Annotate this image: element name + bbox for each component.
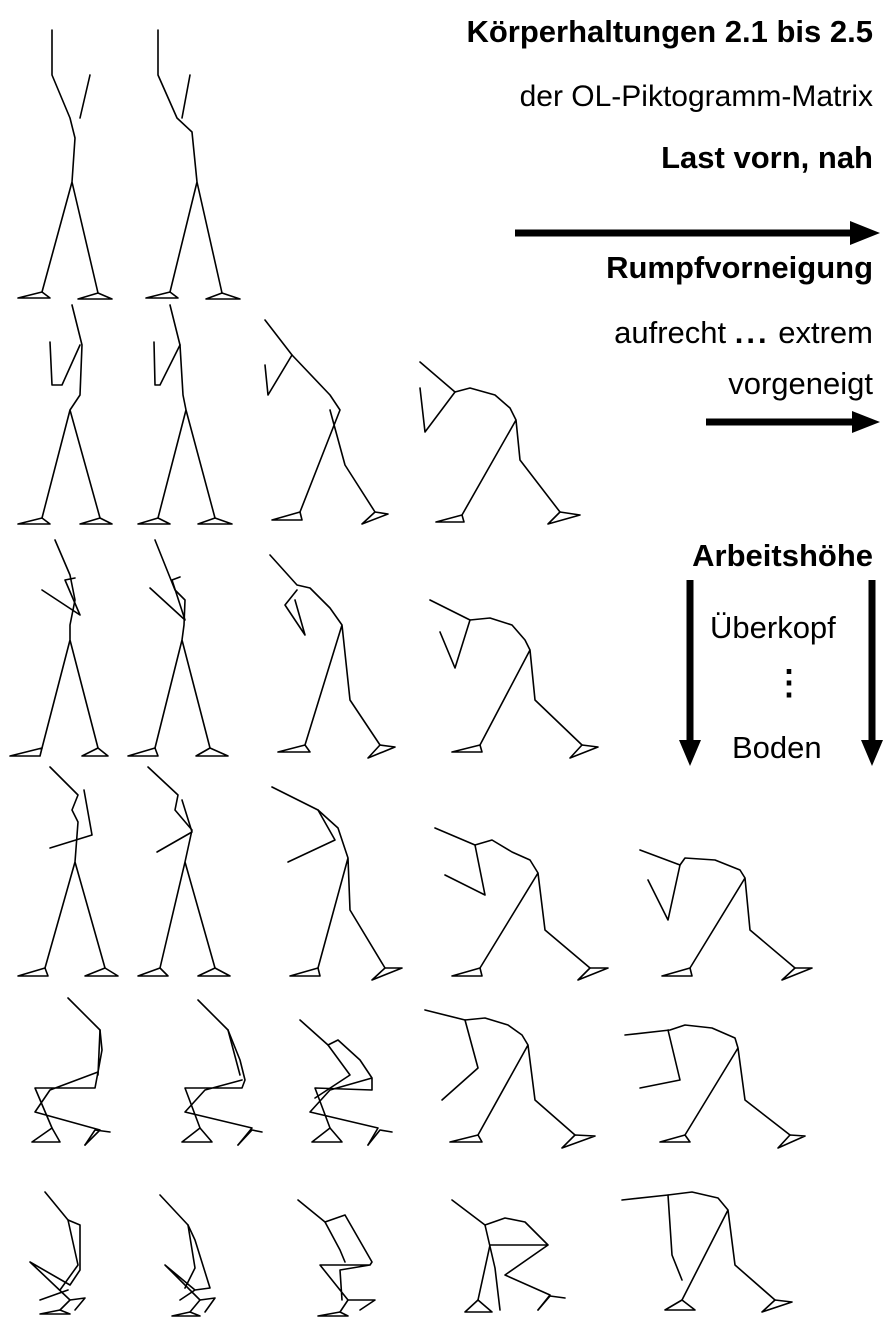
stick-figure xyxy=(424,1009,596,1149)
height-axis-label: Arbeitshöhe xyxy=(692,538,873,573)
stick-figure xyxy=(624,1024,806,1149)
stick-figure xyxy=(269,554,396,759)
stick-figure xyxy=(297,1199,376,1317)
stick-figure xyxy=(621,1191,793,1313)
height-top-label: Überkopf xyxy=(710,610,836,645)
page-title: Körperhaltungen 2.1 bis 2.5 xyxy=(466,14,873,49)
stick-figure xyxy=(9,539,109,757)
stick-figure xyxy=(434,827,609,981)
stick-figure xyxy=(429,599,599,759)
trunk-from: aufrecht xyxy=(614,315,727,350)
stick-figure xyxy=(17,304,113,525)
load-condition: Last vorn, nah xyxy=(661,140,873,175)
arrow-right-icon xyxy=(515,221,880,245)
height-dots: ⋮ xyxy=(772,664,806,702)
stick-figure xyxy=(451,1199,566,1313)
stick-figure xyxy=(137,766,231,977)
stick-figure xyxy=(419,361,581,525)
stick-figure xyxy=(127,539,229,757)
stick-figure xyxy=(29,1191,86,1315)
height-bottom-label: Boden xyxy=(732,730,822,765)
stick-figure xyxy=(31,997,111,1146)
arrow-down-icon xyxy=(679,580,701,766)
stick-figure xyxy=(137,304,233,525)
trunk-dots: ... xyxy=(734,315,770,350)
stick-figure xyxy=(17,766,119,977)
stick-figure xyxy=(299,1019,393,1146)
arrow-down-icon xyxy=(861,580,883,766)
stick-figure xyxy=(264,319,389,525)
stick-figure xyxy=(145,29,241,300)
stick-figure xyxy=(159,1194,216,1317)
trunk-range: aufrecht ... extrem xyxy=(614,315,873,351)
trunk-to-continued: vorgeneigt xyxy=(728,366,873,401)
stick-figure xyxy=(639,849,813,981)
trunk-axis-label: Rumpfvorneigung xyxy=(606,250,873,285)
arrow-right-icon xyxy=(706,411,880,433)
trunk-to: extrem xyxy=(778,315,873,350)
page-subtitle: der OL-Piktogramm-Matrix xyxy=(519,80,873,113)
stick-figure xyxy=(181,999,263,1146)
stick-figure xyxy=(17,29,113,300)
stick-figure xyxy=(271,786,403,981)
